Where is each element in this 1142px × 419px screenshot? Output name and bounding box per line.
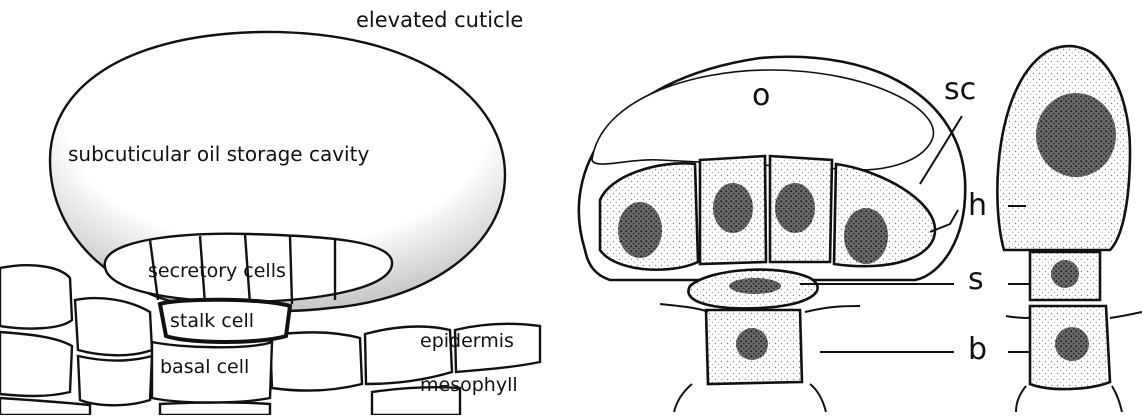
label-basal-cell: basal cell bbox=[160, 356, 249, 378]
label-o: o bbox=[752, 78, 770, 113]
label-secretory-cells: secretory cells bbox=[148, 260, 286, 282]
label-mesophyll: mesophyll bbox=[420, 374, 518, 396]
label-s: s bbox=[968, 262, 984, 297]
label-oil-storage-cavity: subcuticular oil storage cavity bbox=[68, 142, 369, 166]
label-epidermis: epidermis bbox=[420, 330, 514, 352]
label-elevated-cuticle: elevated cuticle bbox=[356, 8, 523, 32]
right-basal-nucleus bbox=[736, 328, 768, 360]
right-figure bbox=[579, 46, 1142, 412]
right-stalk-nucleus bbox=[729, 278, 781, 294]
tall-trichome bbox=[997, 46, 1142, 412]
label-b: b bbox=[968, 332, 987, 367]
label-stalk-cell: stalk cell bbox=[170, 310, 254, 332]
label-h: h bbox=[968, 188, 987, 223]
left-figure bbox=[0, 32, 540, 415]
label-sc: sc bbox=[944, 72, 976, 107]
